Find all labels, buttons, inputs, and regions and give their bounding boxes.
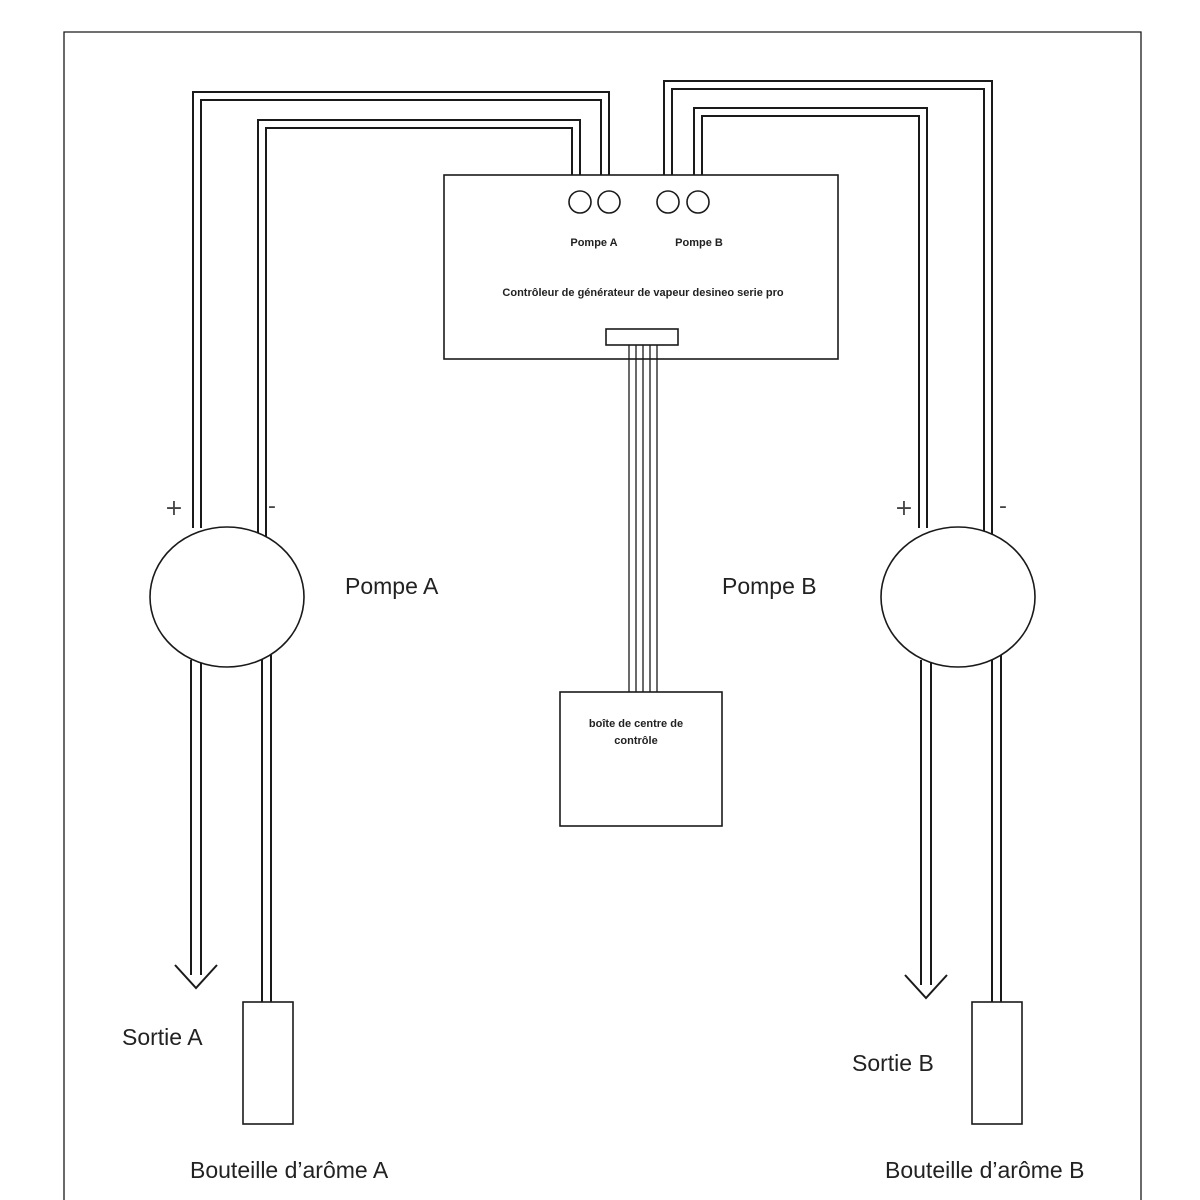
diagram-frame bbox=[63, 31, 1142, 1200]
pump-b-wires bbox=[663, 80, 993, 540]
pump-b-minus-sign: - bbox=[999, 494, 1007, 519]
pump-a-minus-sign: - bbox=[268, 494, 276, 519]
bottle-b-label: Bouteille d’arôme B bbox=[885, 1157, 1084, 1183]
controller-port-b-label: Pompe B bbox=[675, 237, 723, 249]
pump-b-port-plus bbox=[656, 190, 680, 214]
bottle-b bbox=[971, 1001, 1023, 1125]
pump-b-label: Pompe B bbox=[722, 573, 817, 599]
pump-b-outlet-tube bbox=[904, 660, 948, 1000]
bottle-a bbox=[242, 1001, 294, 1125]
control-center-label-line1: boîte de centre de bbox=[589, 718, 683, 730]
control-center-box bbox=[559, 691, 723, 827]
bottle-a-label: Bouteille d’arôme A bbox=[190, 1157, 389, 1183]
pump-a-label: Pompe A bbox=[345, 573, 439, 599]
control-center-label-line2: contrôle bbox=[614, 735, 657, 747]
controller-port-a-label: Pompe A bbox=[570, 237, 617, 249]
pump-a-suction-tube bbox=[261, 655, 272, 1002]
pump-b-plus-sign: + bbox=[895, 496, 913, 521]
pump-a-outlet-tube bbox=[174, 660, 218, 990]
pump-a-port-minus bbox=[568, 190, 592, 214]
pump-b-suction-tube bbox=[991, 655, 1002, 1002]
pump-a-port-plus bbox=[597, 190, 621, 214]
pump-a-wires bbox=[192, 91, 610, 540]
ribbon-cable bbox=[628, 345, 658, 692]
pump-a-body bbox=[149, 526, 305, 668]
controller-title: Contrôleur de générateur de vapeur desin… bbox=[502, 287, 783, 299]
outlet-b-label: Sortie B bbox=[852, 1050, 934, 1076]
pump-a-plus-sign: + bbox=[165, 496, 183, 521]
pump-b-body bbox=[880, 526, 1036, 668]
outlet-a-label: Sortie A bbox=[122, 1024, 203, 1050]
pump-b-port-minus bbox=[686, 190, 710, 214]
controller-connector bbox=[605, 328, 679, 346]
